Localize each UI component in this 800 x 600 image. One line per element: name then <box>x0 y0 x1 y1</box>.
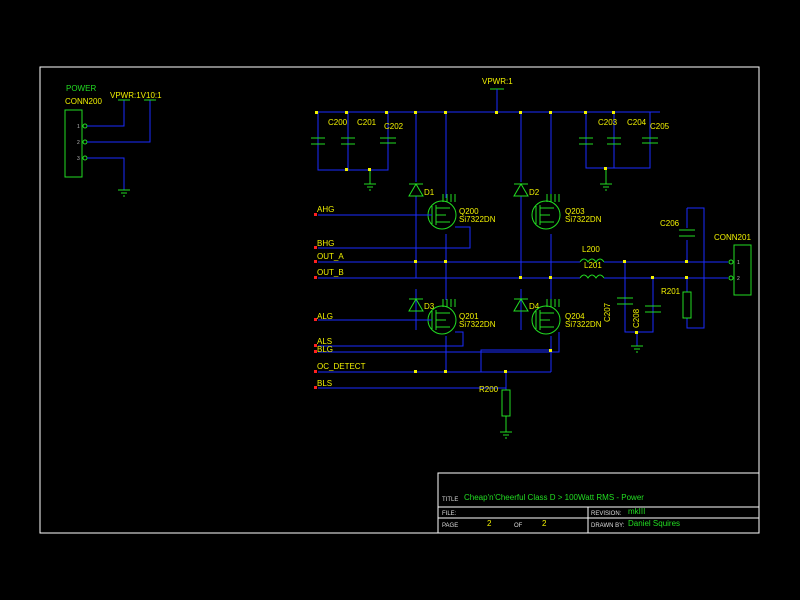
svg-text:L200: L200 <box>582 245 600 254</box>
svg-text:2: 2 <box>737 276 740 282</box>
svg-text:C200: C200 <box>328 118 348 127</box>
svg-text:L201: L201 <box>584 261 602 270</box>
capacitor-c206: C206 <box>660 219 695 237</box>
ground-icon <box>600 168 612 191</box>
resistor-r200: R200 <box>479 372 512 439</box>
inductor-l200: L200 <box>579 245 605 263</box>
conn200-pin3: 3 <box>77 156 80 162</box>
mosfet-q204: Q204 Si7322DN <box>531 299 602 335</box>
svg-text:CONN201: CONN201 <box>714 233 751 242</box>
svg-text:Q200: Q200 <box>459 207 479 216</box>
mosfet-q201: Q201 Si7322DN <box>427 299 496 335</box>
svg-text:R201: R201 <box>661 287 681 296</box>
conn200-ref: CONN200 <box>65 97 102 106</box>
diode-d3: D3 <box>408 298 435 312</box>
svg-text:D2: D2 <box>529 188 540 197</box>
connector-conn201: CONN201 1 2 <box>714 233 752 296</box>
svg-text:D1: D1 <box>424 188 435 197</box>
conn200-body <box>64 109 83 178</box>
diode-d4: D4 <box>513 298 540 312</box>
title-label: TITLE <box>442 497 458 503</box>
port-blg: BLG <box>317 345 333 354</box>
vpwr-net-label: VPWR:1V10:1 <box>110 91 162 100</box>
port-alg: ALG <box>317 312 333 321</box>
title-text: Cheap'n'Cheerful Class D > 100Watt RMS -… <box>464 493 644 502</box>
svg-text:C208: C208 <box>632 308 641 328</box>
svg-text:D3: D3 <box>424 302 435 311</box>
svg-text:Si7322DN: Si7322DN <box>459 215 496 224</box>
conn200-pin2: 2 <box>77 140 80 146</box>
sheet-border <box>39 66 760 534</box>
mosfet-q203: Q203 Si7322DN <box>531 194 602 230</box>
capacitor-c203: C203 <box>579 118 618 145</box>
page-label: PAGE <box>442 523 458 529</box>
resistor-r201: R201 <box>661 287 692 319</box>
capacitor-c207: C207 <box>603 297 633 322</box>
svg-text:C206: C206 <box>660 219 680 228</box>
svg-text:Q204: Q204 <box>565 312 585 321</box>
port-ahg: AHG <box>317 205 334 214</box>
mosfet-q200: Q200 Si7322DN <box>427 194 496 230</box>
svg-text:R200: R200 <box>479 385 499 394</box>
svg-text:Q203: Q203 <box>565 207 585 216</box>
of-value: 2 <box>542 519 547 528</box>
capacitor-c205: C205 <box>642 122 670 144</box>
power-block: POWER CONN200 VPWR:1V10:1 1 2 3 <box>64 84 162 197</box>
port-als: ALS <box>317 337 332 346</box>
drawn-by-value: Daniel Squires <box>628 519 680 528</box>
port-bhg: BHG <box>317 239 334 248</box>
ground-icon <box>631 345 643 353</box>
diode-d2: D2 <box>513 183 540 197</box>
diode-d1: D1 <box>408 183 435 197</box>
svg-text:Si7322DN: Si7322DN <box>565 320 602 329</box>
capacitor-c204: C204 <box>607 118 647 145</box>
svg-text:D4: D4 <box>529 302 540 311</box>
svg-text:C203: C203 <box>598 118 618 127</box>
title-block: TITLE Cheap'n'Cheerful Class D > 100Watt… <box>437 472 760 534</box>
port-out-b: OUT_B <box>317 268 344 277</box>
svg-text:C205: C205 <box>650 122 670 131</box>
ground-icon <box>118 189 130 197</box>
ground-icon <box>364 170 376 191</box>
svg-text:C202: C202 <box>384 122 404 131</box>
top-net-label: VPWR:1 <box>482 77 513 86</box>
capacitor-c200: C200 <box>311 118 348 145</box>
port-list: AHG BHG OUT_A OUT_B ALG ALS BLG OC_DETEC… <box>314 205 366 389</box>
junction-dots <box>315 111 688 373</box>
conn200-pin1: 1 <box>77 124 80 130</box>
revision-label: REVISION: <box>591 511 622 517</box>
supply-rail: VPWR:1 <box>317 77 660 191</box>
capacitor-c208: C208 <box>632 305 661 328</box>
capacitor-c201: C201 <box>341 118 377 145</box>
file-label: FILE: <box>442 511 457 517</box>
svg-text:Si7322DN: Si7322DN <box>565 215 602 224</box>
of-label: OF <box>514 523 523 529</box>
drawn-by-label: DRAWN BY: <box>591 523 625 529</box>
port-oc-detect: OC_DETECT <box>317 362 366 371</box>
port-bls: BLS <box>317 379 332 388</box>
port-out-a: OUT_A <box>317 252 344 261</box>
svg-text:C201: C201 <box>357 118 377 127</box>
revision-value: mkIII <box>628 507 645 516</box>
svg-text:Si7322DN: Si7322DN <box>459 320 496 329</box>
page-value: 2 <box>487 519 492 528</box>
power-title: POWER <box>66 84 96 93</box>
svg-text:1: 1 <box>737 260 740 266</box>
svg-text:C204: C204 <box>627 118 647 127</box>
inductor-l201: L201 <box>579 261 605 279</box>
svg-text:Q201: Q201 <box>459 312 479 321</box>
capacitor-c202: C202 <box>380 122 404 144</box>
svg-text:C207: C207 <box>603 302 612 322</box>
